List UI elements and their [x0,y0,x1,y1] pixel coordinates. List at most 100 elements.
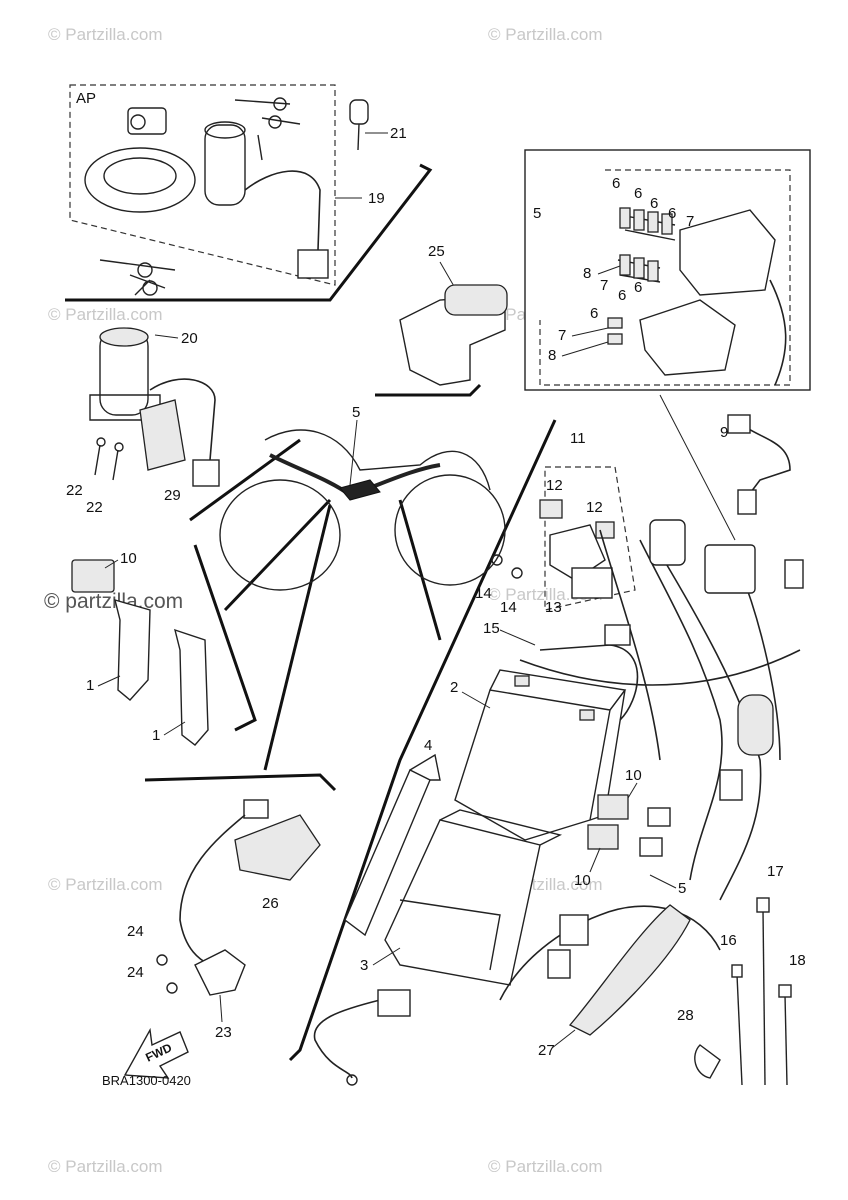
ground-lead [313,999,381,1079]
callout-6: 6 [668,205,676,222]
callout-12: 12 [586,499,603,516]
callout-17: 17 [767,863,784,880]
leader-20 [154,334,179,339]
relay-socket [647,807,671,827]
fuse [619,207,631,229]
ignition-coil [174,628,209,746]
callout-4: 4 [424,737,432,754]
frame-outline [264,429,491,491]
leader-10 [627,782,638,799]
screw-head [96,437,106,447]
callout-12: 12 [546,477,563,494]
main-switch-top [99,327,149,347]
harness-boot [737,694,774,756]
screw-head [114,442,124,452]
seat-lock-cylinder [130,114,146,130]
callout-8: 8 [583,265,591,282]
leader-8 [561,341,609,357]
key-head [137,262,153,278]
battery-terminal [579,709,595,721]
battery-band-hook [409,753,441,781]
divider-coil-section [193,544,257,732]
diagram-code: BRA1300-0420 [102,1073,191,1088]
leader-line-harness-down [263,504,332,771]
leader-23 [219,994,223,1023]
cable-tie-18 [784,994,788,1086]
relay-10 [587,824,619,850]
callout-10: 10 [574,872,591,889]
forward-arrow-icon [123,1027,189,1079]
cable-tie-17 [762,909,766,1086]
divider-bracket-section [375,383,482,397]
callout-7: 7 [600,277,608,294]
leader-3 [372,947,401,966]
callout-26: 26 [262,895,279,912]
leader-1 [97,675,121,687]
callout-13: 13 [545,599,562,616]
section-dividers [65,163,557,1062]
leader-line-harness-left [223,498,332,612]
callout-6: 6 [618,287,626,304]
callout-6: 6 [634,185,642,202]
sensor-group: 26 23 24 24 [127,799,321,1041]
leader-15 [499,629,536,646]
callout-19: 19 [368,190,385,207]
key-head [142,280,158,296]
harness-connector [604,624,631,646]
divider-main-section [288,419,557,1062]
screw-24 [156,954,168,966]
callout-15: 15 [483,620,500,637]
callout-7: 7 [558,327,566,344]
fuse-box-installed [704,544,756,594]
front-wheel-outline [219,479,341,591]
callout-1: 1 [152,727,160,744]
ignition-switch-top [204,121,246,139]
bolt-14 [491,554,503,566]
relay-10 [597,794,629,820]
lead-wire-19 [244,170,321,251]
leader-27 [551,1029,576,1049]
watermark-prominent: © partzilla.com [44,590,183,613]
callout-28: 28 [677,1007,694,1024]
connector-9 [727,414,751,434]
callout-29: 29 [164,487,181,504]
leader-1 [163,721,186,736]
callout-25: 25 [428,243,445,260]
starter-relay-13 [571,567,613,599]
callout-14: 14 [500,599,517,616]
cable-ties-group: 16 17 18 28 [677,863,806,1086]
main-harness-wire [639,539,723,881]
main-switch-group: 20 22 22 29 [66,259,220,516]
ground-lead-connector [377,989,411,1017]
sub-harness-connector [559,914,589,946]
relay-10-left [71,559,115,593]
battery-cable-15 [539,644,639,721]
bracket-top [444,284,508,316]
callout-8: 8 [548,347,556,364]
harness-protector [568,904,691,1036]
divider-sensor-section [144,773,337,792]
blank-key [349,99,369,125]
watermark: © Partzilla.com [48,875,163,894]
screws-22 [94,444,119,481]
cable-tie-head [778,984,792,998]
rear-wheel-outline [394,474,506,586]
sensor-cover-26 [234,814,321,881]
key-head [268,115,282,129]
main-harness-wire [599,529,661,761]
leader-7 [571,327,609,337]
motorcycle-outline-group: 5 [219,404,506,591]
seat-lock [127,107,167,135]
callout-6: 6 [612,175,620,192]
fuse [633,257,645,279]
battery-box-edges [399,809,563,971]
callout-22: 22 [86,499,103,516]
cable-tie-head [731,964,743,978]
callout-20: 20 [181,330,198,347]
accessory-group-label: AP [76,90,96,107]
harness-connector [784,559,804,589]
fuel-cap-inner [103,157,177,195]
callout-6: 6 [590,305,598,322]
callout-27: 27 [538,1042,555,1059]
ignition-coil-group: 10 1 1 [71,550,209,746]
